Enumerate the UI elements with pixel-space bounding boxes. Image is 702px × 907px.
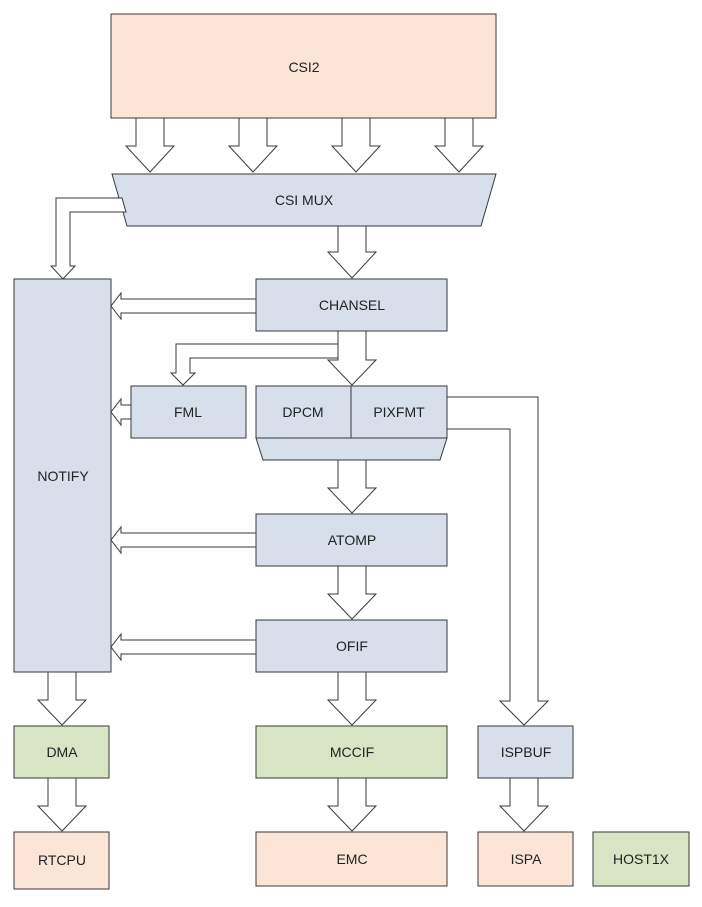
ofif-block bbox=[255, 619, 448, 673]
mccif-to-emc-arrow bbox=[326, 777, 378, 832]
pixfmt-to-atomp-arrow bbox=[326, 459, 378, 514]
csi2-to-mux-arrow-3 bbox=[330, 117, 382, 173]
atomp-block bbox=[255, 513, 448, 567]
dpcm-pixfmt-base bbox=[255, 437, 448, 461]
atomp-to-notify-arrow bbox=[110, 525, 257, 555]
ispbuf-to-ispa-arrow bbox=[498, 777, 550, 832]
fml-to-notify-arrow bbox=[110, 397, 132, 427]
host1x-block bbox=[592, 831, 690, 887]
atomp-to-ofif-arrow bbox=[326, 565, 378, 620]
pixfmt-label: PIXFMT bbox=[373, 404, 425, 420]
chansel-to-notify-arrow bbox=[110, 291, 257, 321]
csi2-to-mux-arrow-4 bbox=[433, 117, 485, 173]
chansel-to-dpcm-arrow bbox=[326, 330, 378, 386]
dpcm-block bbox=[255, 385, 352, 439]
notify-label: NOTIFY bbox=[37, 468, 89, 484]
csi2-to-mux-arrow-1 bbox=[124, 117, 176, 173]
dma-label: DMA bbox=[46, 744, 78, 760]
dma-block bbox=[13, 725, 110, 779]
csi2-block bbox=[110, 13, 497, 119]
ispa-label: ISPA bbox=[511, 851, 543, 867]
pixfmt-to-ispbuf-arrow bbox=[446, 396, 550, 726]
chansel-block bbox=[255, 278, 448, 332]
chansel-to-fml-arrow bbox=[169, 343, 339, 386]
host1x-label: HOST1X bbox=[613, 851, 670, 867]
fml-label: FML bbox=[174, 404, 202, 420]
mux-to-notify-arrow bbox=[49, 197, 127, 280]
atomp-label: ATOMP bbox=[328, 532, 377, 548]
csi-mux-label: CSI MUX bbox=[275, 192, 334, 208]
csi2-to-mux-arrow-2 bbox=[227, 117, 279, 173]
rtcpu-block bbox=[13, 831, 110, 890]
chansel-label: CHANSEL bbox=[319, 297, 385, 313]
ispbuf-label: ISPBUF bbox=[501, 744, 552, 760]
dpcm-label: DPCM bbox=[282, 404, 323, 420]
csi2-label: CSI2 bbox=[288, 59, 319, 75]
rtcpu-label: RTCPU bbox=[38, 852, 86, 868]
ofif-label: OFIF bbox=[336, 638, 368, 654]
ofif-to-mccif-arrow bbox=[326, 671, 378, 726]
ispa-block bbox=[477, 831, 574, 887]
ispbuf-block bbox=[477, 725, 574, 779]
notify-to-dma-arrow bbox=[36, 671, 88, 726]
emc-block bbox=[255, 831, 448, 887]
ofif-to-notify-arrow bbox=[110, 632, 257, 662]
mccif-label: MCCIF bbox=[330, 744, 374, 760]
fml-block bbox=[130, 385, 247, 439]
dma-to-rtcpu-arrow bbox=[36, 777, 88, 832]
mux-to-chansel-arrow bbox=[326, 225, 378, 279]
pixfmt-block bbox=[350, 385, 448, 439]
emc-label: EMC bbox=[336, 851, 367, 867]
